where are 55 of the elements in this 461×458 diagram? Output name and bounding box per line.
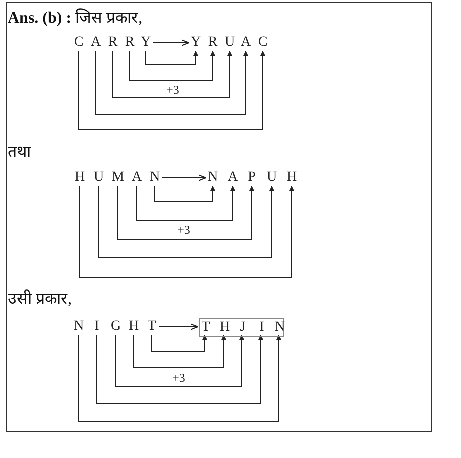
heading-text: तथा [8, 144, 31, 162]
arrow [136, 186, 236, 222]
letter: A [240, 36, 252, 50]
arrow [118, 186, 254, 240]
arrow [130, 50, 216, 82]
letter: N [207, 171, 219, 185]
letter: T [200, 321, 212, 335]
letter: H [286, 171, 298, 185]
arrow [134, 334, 226, 368]
arrow [146, 50, 198, 66]
letter: P [246, 171, 258, 185]
edge-label: +3 [172, 372, 186, 384]
letter: U [93, 171, 105, 185]
arrow [78, 50, 266, 130]
heading-text: उसी प्रकार, [8, 291, 72, 309]
letter: N [73, 320, 85, 334]
arrow [96, 334, 264, 404]
arrow [78, 334, 282, 422]
letter: H [128, 320, 140, 334]
heading-text: Ans. (b) : जिस प्रकार, [8, 10, 143, 28]
arrow [98, 186, 274, 258]
letter: N [149, 171, 161, 185]
letter: R [107, 36, 119, 50]
letter: U [224, 36, 236, 50]
letter: J [237, 321, 249, 335]
letter: H [219, 321, 231, 335]
letter: I [91, 320, 103, 334]
arrow [162, 174, 207, 182]
letter: G [110, 320, 122, 334]
answer-box [199, 318, 284, 337]
letter: R [207, 36, 219, 50]
letter: H [74, 171, 86, 185]
arrow [96, 50, 248, 116]
edge-label: +3 [178, 224, 190, 236]
arrow [80, 186, 294, 278]
letter: Y [140, 36, 152, 50]
arrow [116, 334, 244, 388]
letter: Y [190, 36, 202, 50]
letter: R [124, 36, 136, 50]
letter: A [227, 171, 239, 185]
arrow [158, 324, 199, 330]
letter: A [131, 171, 143, 185]
arrow [152, 334, 208, 352]
edge-label: +3 [166, 84, 180, 96]
letter: U [266, 171, 278, 185]
letter: A [90, 36, 102, 50]
arrow [112, 50, 232, 98]
letter: I [256, 321, 268, 335]
arrow [152, 40, 190, 46]
arrow [154, 186, 216, 202]
letter: N [274, 321, 286, 335]
letter: C [73, 36, 85, 50]
letter: M [112, 171, 124, 185]
letter: T [146, 320, 158, 334]
letter: C [257, 36, 269, 50]
